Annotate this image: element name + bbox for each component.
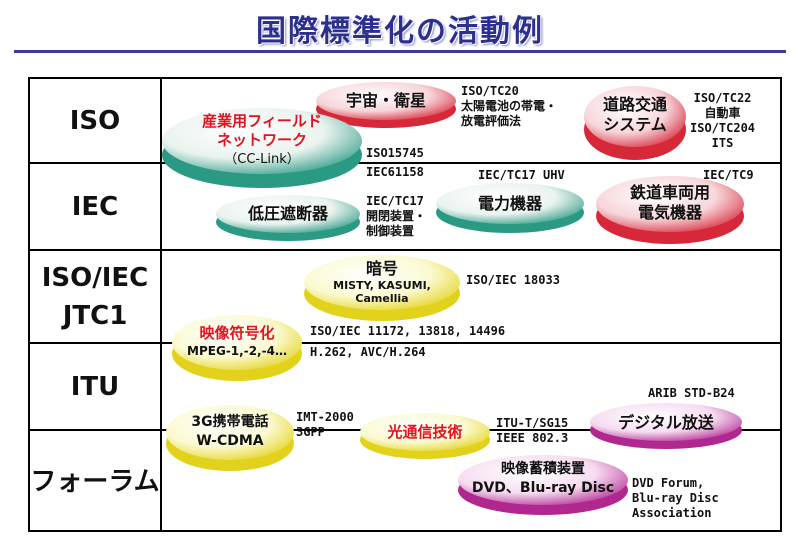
ellipse-label: MISTY, KASUMI,	[333, 279, 431, 292]
ellipse-shape	[166, 405, 294, 471]
page-title: 国際標準化の活動例	[256, 14, 544, 49]
ellipse-label: 電気機器	[637, 203, 702, 222]
ellipse-face	[360, 413, 490, 451]
ellipse-label: 映像蓄積装置	[501, 461, 585, 477]
ellipse-cryptography: 暗号 MISTY, KASUMI, Camellia	[304, 255, 460, 321]
note-itu-ieee: ITU-T/SG15 IEEE 802.3	[496, 416, 569, 445]
ellipse-label: （CC-Link）	[224, 151, 300, 167]
ellipse-shape	[162, 108, 362, 188]
ellipse-label: 宇宙・衛星	[345, 91, 426, 110]
ellipse-face	[166, 405, 294, 460]
ellipse-low-voltage-breaker: 低圧遮断器	[216, 195, 360, 241]
ellipse-label: デジタル放送	[618, 413, 714, 432]
note-arib-std-b24: ARIB STD-B24	[648, 386, 735, 400]
ellipse-label: DVD、Blu-ray Disc	[471, 480, 615, 496]
title-underline	[14, 50, 786, 53]
ellipse-road-traffic: 道路交通 システム	[584, 86, 686, 160]
ellipse-label: 3G携帯電話	[191, 414, 269, 430]
ellipse-face	[304, 255, 460, 310]
ellipse-shape	[458, 455, 628, 515]
ellipse-shape	[584, 86, 686, 160]
ellipse-face	[316, 82, 456, 120]
ellipse-shape	[304, 255, 460, 321]
ellipse-shape	[596, 176, 744, 244]
ellipse-shape	[360, 413, 490, 459]
note-iso15745: ISO15745	[366, 146, 424, 160]
ellipse-face	[458, 455, 628, 505]
note-iso-tc22-tc204: ISO/TC22 自動車 ISO/TC204 ITS	[690, 91, 756, 150]
ellipse-optical-communication: 光通信技術	[360, 413, 490, 459]
note-imt2000-3gpp: IMT-2000 3GPP	[296, 410, 354, 439]
row-label-iso: ISO	[69, 105, 121, 136]
ellipse-label: 電力機器	[477, 194, 542, 213]
ellipse-video-storage: 映像蓄積装置 DVD、Blu-ray Disc	[458, 455, 628, 515]
ellipse-face	[596, 176, 744, 232]
ellipse-label: W-CDMA	[196, 433, 264, 449]
ellipse-label: 暗号	[365, 259, 398, 278]
ellipse-face	[216, 195, 360, 233]
ellipse-shape	[590, 403, 742, 449]
ellipse-3g-mobile: 3G携帯電話 W-CDMA	[166, 405, 294, 471]
ellipse-label: ネットワーク	[216, 130, 307, 149]
ellipse-shape	[436, 183, 584, 233]
row-label-itu: ITU	[70, 371, 120, 402]
ellipse-digital-broadcast: デジタル放送	[590, 403, 742, 449]
ellipse-face	[590, 403, 742, 441]
note-iso-iec-18033: ISO/IEC 18033	[466, 273, 560, 287]
ellipse-field-network: 産業用フィールド ネットワーク （CC-Link）	[162, 108, 362, 188]
row-divider	[30, 249, 780, 251]
ellipse-railway-equipment: 鉄道車両用 電気機器	[596, 176, 744, 244]
ellipse-face	[436, 183, 584, 224]
note-iec61158: IEC61158	[366, 165, 424, 179]
column-divider	[160, 79, 162, 530]
note-iec-tc17-uhv: IEC/TC17 UHV	[478, 168, 565, 182]
ellipse-face	[584, 86, 686, 147]
ellipse-label: Camellia	[355, 292, 409, 305]
ellipse-label: 道路交通	[602, 95, 667, 114]
ellipse-power-equipment: 電力機器	[436, 183, 584, 233]
note-iso-tc20: ISO/TC20 太陽電池の帯電・ 放電評価法	[461, 84, 558, 128]
note-dvd-forum: DVD Forum, Blu-ray Disc Association	[632, 476, 719, 520]
ellipse-label: システム	[603, 115, 667, 134]
ellipse-video-coding: 映像符号化 MPEG-1,-2,-4…	[172, 315, 302, 381]
note-iec-tc17: IEC/TC17 開閉装置・ 制御装置	[366, 194, 427, 238]
ellipse-space-satellite: 宇宙・衛星	[316, 82, 456, 128]
ellipse-face	[172, 315, 302, 370]
row-label-forum: フォーラム	[30, 466, 160, 497]
ellipse-shape	[316, 82, 456, 128]
ellipse-shape	[216, 195, 360, 241]
ellipse-shape	[172, 315, 302, 381]
ellipse-label: MPEG-1,-2,-4…	[187, 344, 287, 358]
note-iso-iec-11172: ISO/IEC 11172, 13818, 14496	[310, 324, 506, 338]
row-divider	[30, 342, 780, 344]
ellipse-label: 鉄道車両用	[629, 183, 710, 202]
ellipse-face	[162, 108, 362, 174]
ellipse-label: 産業用フィールド	[202, 111, 322, 130]
note-h262-avc: H.262, AVC/H.264	[310, 345, 426, 359]
ellipse-label: 光通信技術	[387, 422, 463, 441]
note-iec-tc9: IEC/TC9	[703, 168, 754, 182]
row-divider	[30, 162, 780, 164]
row-label-iec: IEC	[71, 191, 119, 222]
ellipse-label: 映像符号化	[199, 324, 275, 342]
ellipse-label: 低圧遮断器	[247, 204, 328, 223]
